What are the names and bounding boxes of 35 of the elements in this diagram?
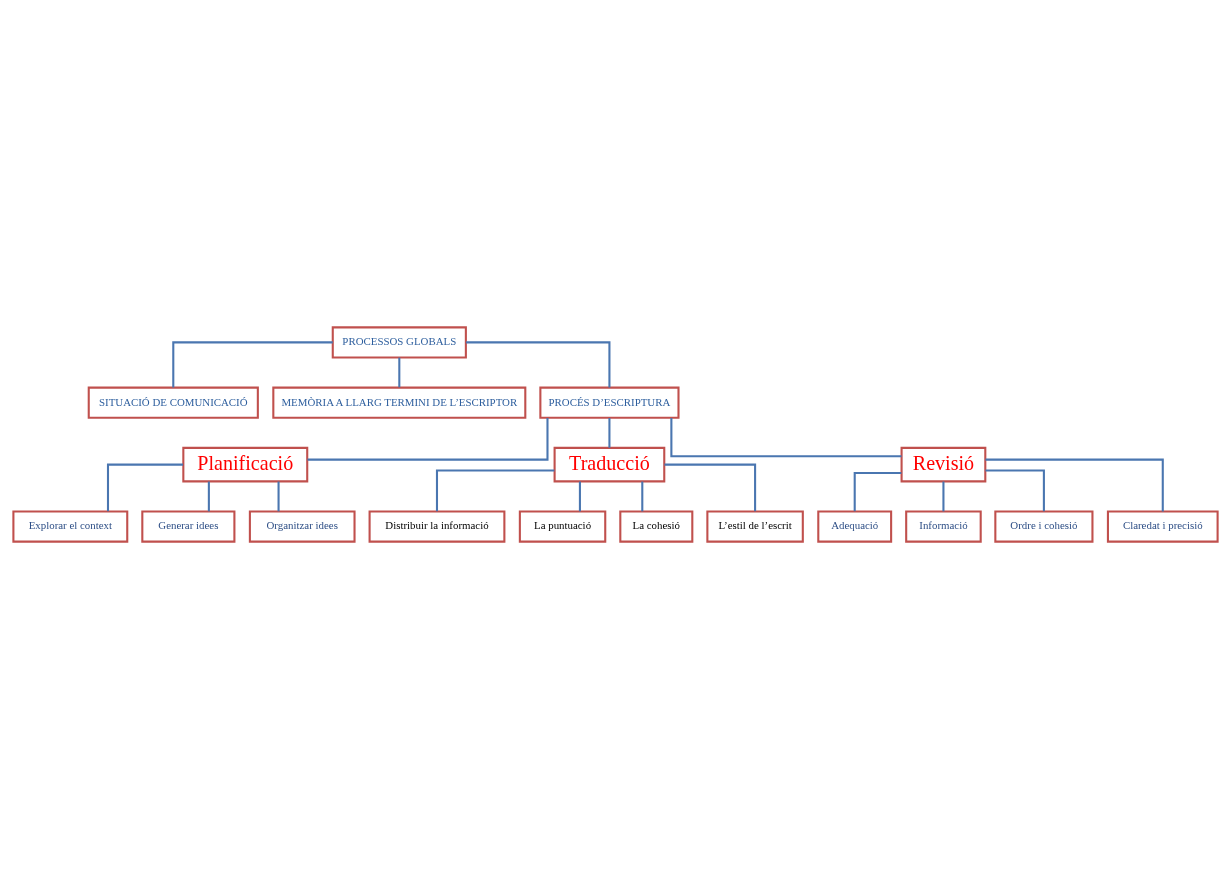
connector	[277, 481, 280, 512]
connector	[664, 463, 757, 512]
node-box: Planificació	[182, 446, 309, 483]
node-box: Informació	[905, 510, 982, 543]
connector	[106, 463, 184, 512]
connector	[398, 357, 401, 388]
node-box: Organitzar idees	[248, 510, 356, 543]
connector	[853, 471, 902, 512]
node-box: SITUACIÓ DE COMUNICACIÓ	[87, 386, 259, 419]
connector	[172, 341, 333, 388]
connector	[942, 481, 945, 512]
connector	[578, 481, 581, 512]
node-box: La cohesió	[619, 510, 694, 543]
connector	[307, 417, 549, 461]
connector	[985, 469, 1045, 512]
connector	[670, 417, 902, 458]
node-box: Generar idees	[141, 510, 236, 543]
connector	[641, 481, 644, 512]
node-box: Traducció	[553, 446, 666, 483]
node-box: MEMÒRIA A LLARG TERMINI DE L’ESCRIPTOR	[272, 386, 527, 419]
node-box: La puntuació	[518, 510, 607, 543]
connector	[608, 418, 611, 448]
node-box: Ordre i cohesió	[994, 510, 1094, 543]
node-box: Claredat i precisió	[1106, 510, 1219, 543]
connector	[466, 341, 611, 388]
node-box: L’estil de l’escrit	[706, 510, 804, 543]
node-box: PROCESSOS GLOBALS	[331, 326, 467, 359]
node-box: Distribuir la informació	[368, 510, 506, 543]
node-box: Explorar el context	[12, 510, 129, 543]
node-box: Revisió	[900, 446, 987, 483]
connector	[207, 481, 210, 512]
node-box: PROCÉS D’ESCRIPTURA	[539, 386, 680, 419]
node-box: Adequació	[817, 510, 893, 543]
connector	[985, 458, 1164, 512]
connector	[435, 469, 555, 512]
